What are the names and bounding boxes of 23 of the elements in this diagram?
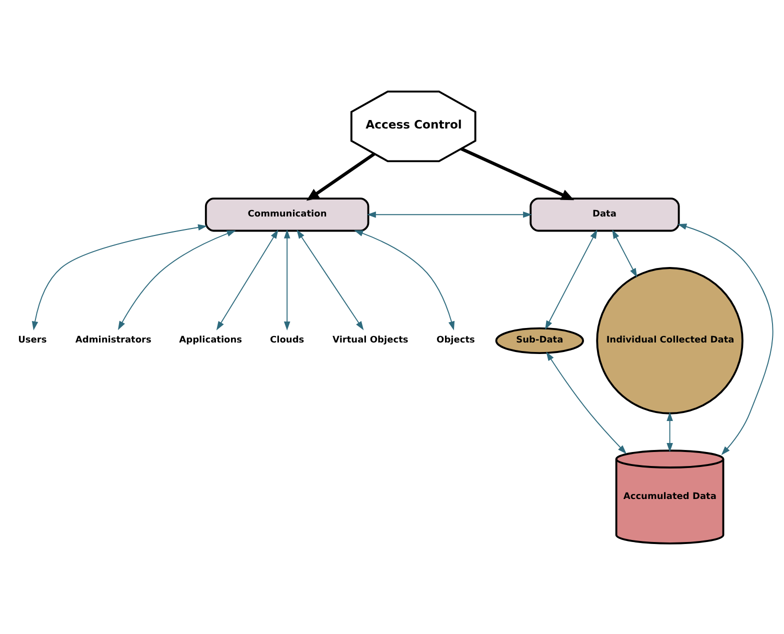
node-box: Data <box>530 197 680 232</box>
arrow <box>666 411 673 452</box>
arrow <box>612 229 638 277</box>
arrow <box>216 229 278 330</box>
arrow <box>284 228 290 330</box>
arrow <box>118 230 236 330</box>
node-text: Administrators <box>75 334 152 345</box>
node-text: Objects <box>436 334 475 345</box>
node-text: Users <box>18 334 47 345</box>
arrow <box>306 152 376 200</box>
arrow <box>354 230 455 330</box>
arrow <box>546 351 627 454</box>
arrow <box>460 146 574 200</box>
node-text: Virtual Objects <box>332 334 408 345</box>
arrow <box>545 229 598 330</box>
arrow <box>366 210 532 218</box>
node-text: Applications <box>179 334 242 345</box>
node-box: Communication <box>204 197 370 232</box>
arrow <box>678 223 774 455</box>
node-text: Clouds <box>270 334 304 345</box>
node-ellipse: Sub-Data <box>495 326 584 354</box>
arrow <box>32 224 208 330</box>
arrow <box>296 229 364 330</box>
